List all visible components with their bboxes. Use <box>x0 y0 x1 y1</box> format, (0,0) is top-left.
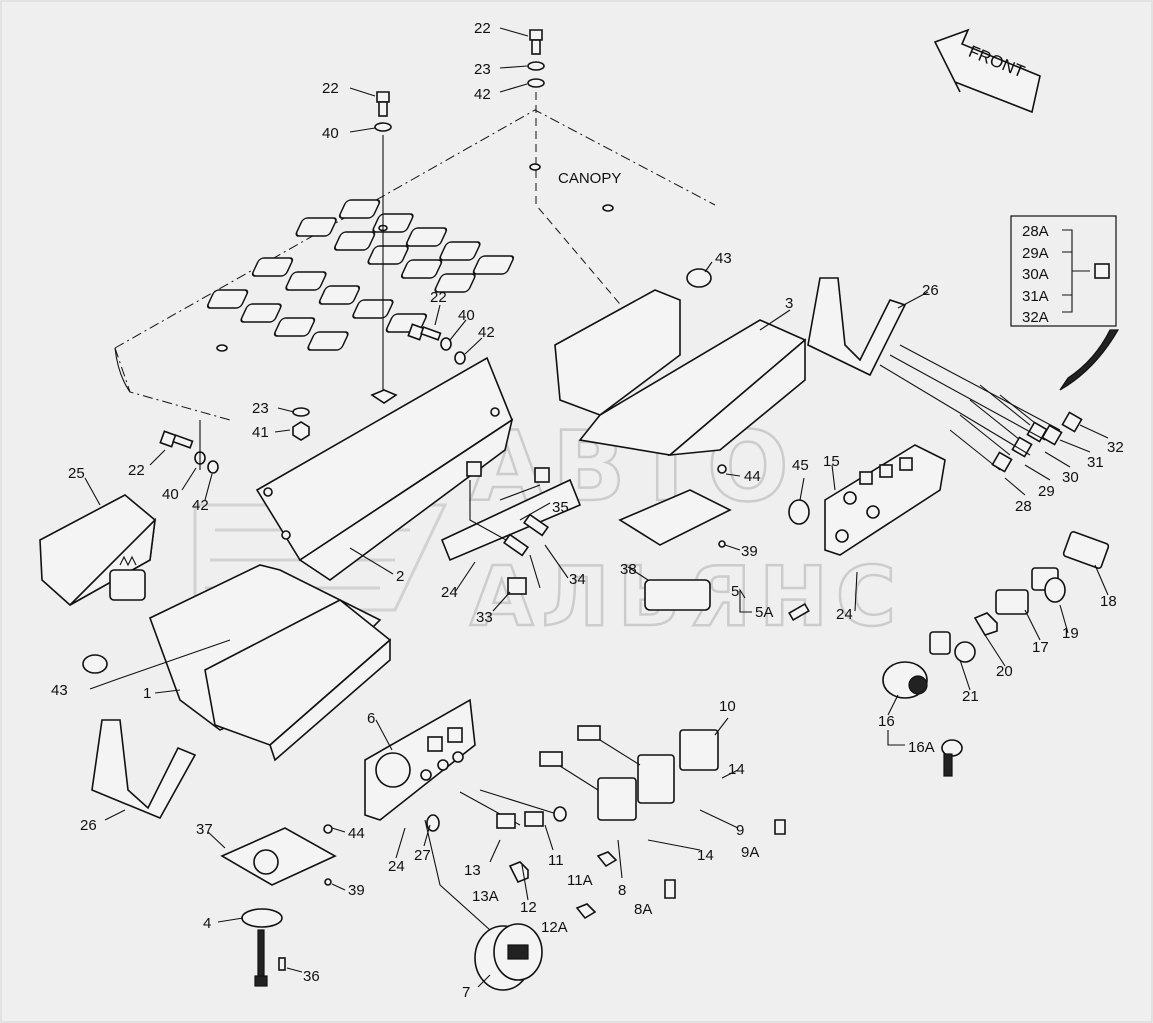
callout-22: 22 <box>322 80 339 97</box>
callout-8a: 8A <box>634 901 652 918</box>
callout-30: 30 <box>1062 469 1079 486</box>
callout-25: 25 <box>68 465 85 482</box>
callout-9: 9 <box>736 822 744 839</box>
switch-panel-15 <box>788 444 946 556</box>
callout-19: 19 <box>1062 625 1079 642</box>
callout-2: 2 <box>396 568 404 585</box>
callout-39: 39 <box>741 543 758 560</box>
bolt-mid <box>407 323 466 365</box>
bolt-stack-left <box>292 91 398 441</box>
callout-15: 15 <box>823 453 840 470</box>
callout-23: 23 <box>474 61 491 78</box>
handle-26-top <box>807 277 907 377</box>
callout-41: 41 <box>252 424 269 441</box>
callout-26: 26 <box>922 282 939 299</box>
callout-24: 24 <box>836 606 853 623</box>
harnesses-28-32 <box>879 344 1083 473</box>
callout-6: 6 <box>367 710 375 727</box>
inset-label-32a: 32A <box>1022 309 1049 326</box>
canopy-vents <box>206 199 515 351</box>
leader-lines <box>84 27 1109 988</box>
callout-40: 40 <box>322 125 339 142</box>
callout-5: 5 <box>731 583 739 600</box>
callout-7: 7 <box>462 984 470 1001</box>
callout-42: 42 <box>478 324 495 341</box>
inset-label-31a: 31A <box>1022 288 1049 305</box>
callout-34: 34 <box>569 571 586 588</box>
callout-40: 40 <box>458 307 475 324</box>
callout-16a: 16A <box>908 739 935 756</box>
callout-16: 16 <box>878 713 895 730</box>
callout-35: 35 <box>552 499 569 516</box>
callout-12a: 12A <box>541 919 568 936</box>
bolt-stack-top <box>527 29 626 311</box>
handle-26-bottom <box>91 719 197 820</box>
console-1 <box>82 564 392 762</box>
console-3 <box>554 268 807 457</box>
callout-1: 1 <box>143 685 151 702</box>
callout-42: 42 <box>192 497 209 514</box>
switches-right <box>882 530 1110 777</box>
callout-44: 44 <box>744 468 761 485</box>
callout-31: 31 <box>1087 454 1104 471</box>
bolt-left <box>159 430 219 474</box>
inset-box: 28A 29A 30A 31A 32A <box>1010 215 1120 391</box>
dome-light-25 <box>39 494 157 606</box>
callout-40: 40 <box>162 486 179 503</box>
callout-22: 22 <box>474 20 491 37</box>
callout-23: 23 <box>252 400 269 417</box>
callout-36: 36 <box>303 968 320 985</box>
callout-3: 3 <box>785 295 793 312</box>
center-parts <box>440 461 810 622</box>
callout-12: 12 <box>520 899 537 916</box>
callout-17: 17 <box>1032 639 1049 656</box>
callout-10: 10 <box>719 698 736 715</box>
callout-24: 24 <box>388 858 405 875</box>
callout-13: 13 <box>464 862 481 879</box>
callout-45: 45 <box>792 457 809 474</box>
callout-22: 22 <box>128 462 145 479</box>
callout-8: 8 <box>618 882 626 899</box>
callout-39: 39 <box>348 882 365 899</box>
callout-22: 22 <box>430 289 447 306</box>
callout-24: 24 <box>441 584 458 601</box>
callout-27: 27 <box>414 847 431 864</box>
callout-9a: 9A <box>741 844 759 861</box>
callout-21: 21 <box>962 688 979 705</box>
callout-44: 44 <box>348 825 365 842</box>
callout-26: 26 <box>80 817 97 834</box>
bracket-2 <box>255 356 514 581</box>
inset-label-30a: 30A <box>1022 266 1049 283</box>
callout-11: 11 <box>548 852 564 869</box>
callout-28: 28 <box>1015 498 1032 515</box>
canopy <box>114 109 716 421</box>
callout-38: 38 <box>620 561 637 578</box>
callout-11a: 11A <box>567 872 593 889</box>
inset-label-28a: 28A <box>1022 223 1049 240</box>
panel-6 <box>364 698 786 920</box>
callout-labels: 22 23 42 22 40 43 26 3 22 40 42 23 41 22… <box>51 20 1124 1001</box>
callout-43: 43 <box>51 682 68 699</box>
callout-14: 14 <box>697 847 714 864</box>
gauge-7 <box>474 923 543 991</box>
callout-37: 37 <box>196 821 213 838</box>
canopy-label: CANOPY <box>558 170 621 187</box>
callout-33: 33 <box>476 609 493 626</box>
callout-13a: 13A <box>472 888 499 905</box>
callout-4: 4 <box>203 915 211 932</box>
callout-29: 29 <box>1038 483 1055 500</box>
callout-18: 18 <box>1100 593 1117 610</box>
callout-5a: 5A <box>755 604 773 621</box>
callout-14: 14 <box>728 761 745 778</box>
callout-32: 32 <box>1107 439 1124 456</box>
callout-42: 42 <box>474 86 491 103</box>
callout-20: 20 <box>996 663 1013 680</box>
inset-label-29a: 29A <box>1022 245 1049 262</box>
callout-43: 43 <box>715 250 732 267</box>
